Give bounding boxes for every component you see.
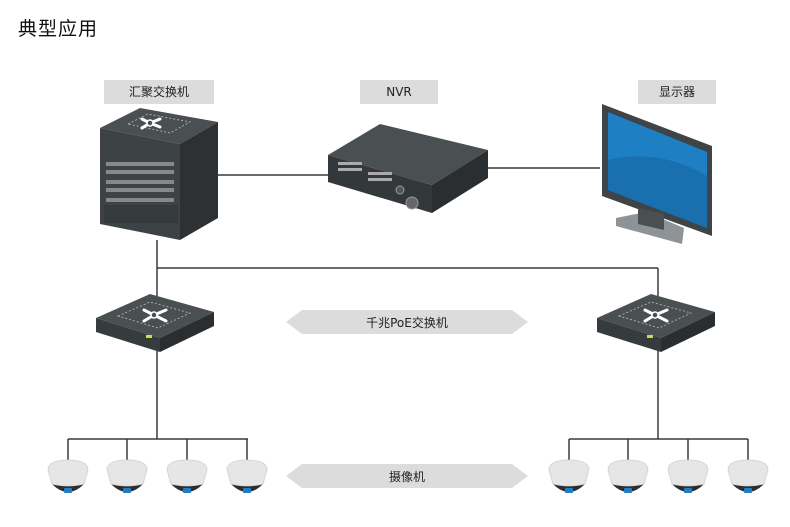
dome-camera-icon — [727, 459, 769, 493]
page-title: 典型应用 — [18, 18, 99, 40]
dome-camera-icon — [226, 459, 268, 493]
dome-camera-icon — [548, 459, 590, 493]
poe-switch-arrow — [286, 310, 528, 334]
connection-lines — [67, 167, 749, 462]
poe-switch-icon-right — [597, 294, 715, 352]
core-switch-icon — [100, 108, 218, 240]
poe-switch-icon-left — [96, 294, 214, 352]
core-switch-label: 汇聚交换机 — [104, 80, 214, 104]
status-led — [146, 335, 152, 338]
nvr-label: NVR — [360, 80, 438, 104]
monitor-label: 显示器 — [638, 80, 716, 104]
camera-group — [47, 459, 769, 493]
dome-camera-icon — [667, 459, 709, 493]
dome-camera-icon — [607, 459, 649, 493]
dome-camera-icon — [47, 459, 89, 493]
nvr-icon — [328, 124, 488, 213]
status-led — [647, 335, 653, 338]
monitor-icon — [602, 104, 712, 244]
poe-switch-annotation: 千兆PoE交换机 — [366, 316, 448, 330]
camera-arrow — [286, 464, 528, 488]
dome-camera-icon — [106, 459, 148, 493]
dome-camera-icon — [166, 459, 208, 493]
camera-annotation: 摄像机 — [388, 470, 425, 484]
